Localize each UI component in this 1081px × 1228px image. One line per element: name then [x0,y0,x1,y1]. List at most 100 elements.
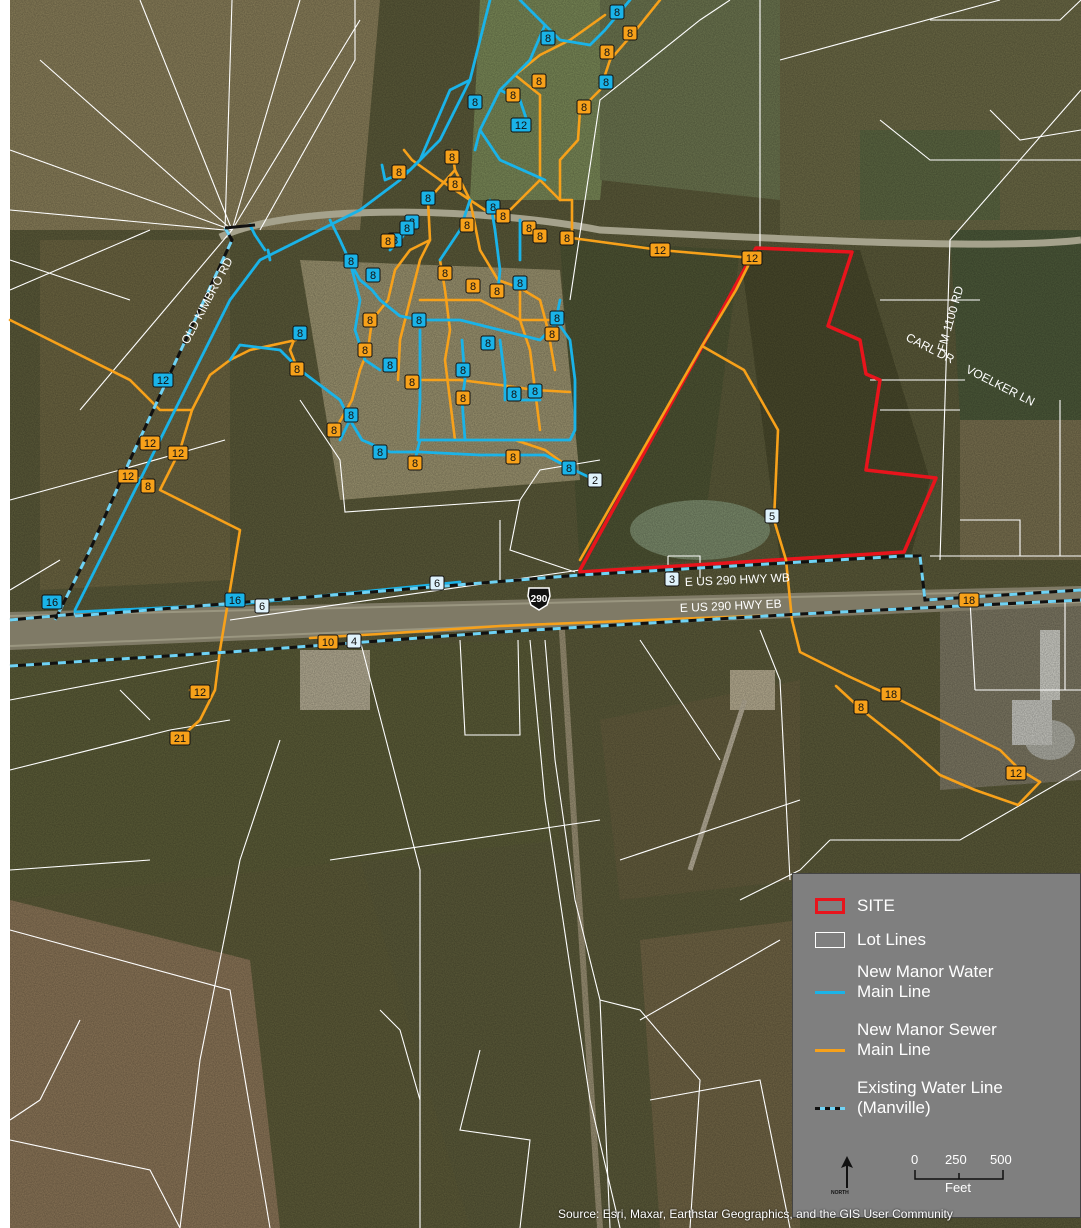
pipe-size-label: 8 [380,233,396,249]
pipe-size-label-box [764,508,780,524]
pipe-size-label-text: 8 [554,313,560,325]
pipe-size-label-text: 12 [1010,768,1022,780]
pipe-size-label-box [455,390,471,406]
pipe-size-label-box [292,325,308,341]
pipe-size-label-box [404,374,420,390]
pipe-size-label-text: 8 [604,47,610,59]
existing-water-line [9,223,1081,668]
legend-item-lot-lines: Lot Lines [811,930,926,950]
pipe-size-label: 12 [152,372,174,388]
pipe-size-label: 6 [429,575,445,591]
pipe-size-label-text: 16 [229,595,241,607]
pipe-size-label-box [444,149,460,165]
pipe-size-label-box [459,217,475,233]
pipe-size-label: 8 [532,228,548,244]
pipe-size-label-text: 8 [614,7,620,19]
pipe-size-label-text: 8 [409,377,415,389]
pipe-size-label-box [505,87,521,103]
pipe-size-label-box [495,208,511,224]
pipe-size-label-box [447,176,463,192]
pipe-size-label: 8 [505,449,521,465]
pipe-size-label-text: 8 [297,328,303,340]
pipe-size-label: 8 [140,478,156,494]
pipe-size-label: 8 [444,149,460,165]
pipe-size-label-text: 8 [858,702,864,714]
pipe-size-label-text: 21 [174,733,186,745]
pipe-size-label-text: 2 [592,475,598,487]
pipe-size-label: 12 [139,435,161,451]
lot-lines [9,0,1081,1228]
legend-item-water: New Manor Water Main Line [811,962,993,1002]
pipe-size-label-box [465,278,481,294]
shield-number: 290 [531,594,548,605]
pipe-size-label-box [506,386,522,402]
pipe-size-label-text: 18 [885,689,897,701]
pipe-size-label-box [167,445,189,461]
pipe-size-label-box [346,633,362,649]
legend-label-lot-lines: Lot Lines [857,930,926,949]
pipe-size-label: 8 [289,361,305,377]
pipe-size-label-box [189,684,211,700]
pipe-size-label: 10 [317,634,339,650]
pipe-size-label-box [561,460,577,476]
pipe-size-label-box [532,228,548,244]
pipe-size-label: 8 [489,283,505,299]
pipe-size-label-box [429,575,445,591]
site-boundary[interactable] [578,246,938,574]
pipe-size-label-text: 6 [259,601,265,613]
pipe-size-label-box [549,310,565,326]
pipe-size-label-box [420,190,436,206]
pipe-size-label-text: 8 [536,76,542,88]
pipe-size-label-box [1005,765,1027,781]
pipe-size-label-box [326,422,342,438]
pipe-size-label: 8 [506,386,522,402]
pipe-size-label: 16 [224,592,246,608]
pipe-size-label: 8 [599,44,615,60]
pipe-size-label-box [117,468,139,484]
pipe-size-label-text: 8 [511,389,517,401]
pipe-size-label-box [357,342,373,358]
pipe-size-label-box [467,94,483,110]
pipe-size-label-box [224,592,246,608]
pipe-size-label-box [531,73,547,89]
pipe-size-label-box [365,267,381,283]
map-legend: SITE Lot Lines New Manor Water Main Line… [792,873,1081,1218]
road-label-us290-wb: E US 290 HWY WB [685,570,791,589]
us-290-shield-icon: 290 [527,587,551,611]
pipe-size-label-box [622,25,638,41]
pipe-size-label-box [958,592,980,608]
pipe-size-label-box [505,449,521,465]
pipe-size-label-box [437,265,453,281]
pipe-size-label-text: 12 [194,687,206,699]
pipe-size-label-box [576,99,592,115]
legend-item-sewer: New Manor Sewer Main Line [811,1020,997,1060]
legend-item-site: SITE [811,896,895,916]
pipe-size-label-text: 8 [387,360,393,372]
legend-label-water: New Manor Water Main Line [857,962,994,1001]
pipe-size-label-box [741,250,763,266]
pipe-size-label: 8 [480,335,496,351]
site-swatch-icon [811,896,849,916]
pipe-size-label: 8 [609,4,625,20]
pipe-size-label: 8 [459,217,475,233]
legend-label-site: SITE [857,896,895,915]
pipe-size-label-box [649,242,671,258]
pipe-size-label-text: 8 [404,223,410,235]
pipe-size-label: 5 [764,508,780,524]
pipe-size-label-text: 5 [769,511,775,523]
pipe-size-label-box [152,372,174,388]
pipe-size-label-text: 8 [367,315,373,327]
pipe-size-label-box [289,361,305,377]
pipe-size-label-box [599,44,615,60]
pipe-size-label-text: 8 [510,452,516,464]
pipe-size-label-box [510,117,532,133]
pipe-size-label: 8 [437,265,453,281]
pipe-size-label: 12 [649,242,671,258]
pipe-size-label: 8 [365,267,381,283]
pipe-size-label-text: 8 [442,268,448,280]
pipe-size-label-box [41,594,63,610]
pipe-size-label-box [559,230,575,246]
pipe-size-label-box [489,283,505,299]
